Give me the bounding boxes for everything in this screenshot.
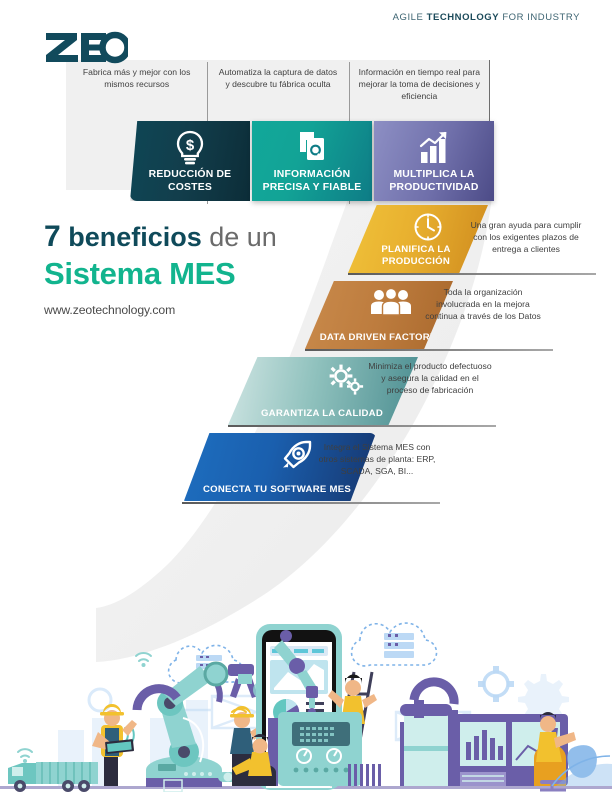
card-label: INFORMACIÓN PRECISA Y FIABLE <box>262 169 362 193</box>
tagline-post: FOR INDUSTRY <box>499 12 580 23</box>
title-block: 7 beneficios de un Sistema MES www.zeote… <box>44 220 277 317</box>
card-multiplica-la-productividad[interactable]: MULTIPLICA LA PRODUCTIVIDAD <box>374 121 494 201</box>
industry-illustration <box>0 622 612 792</box>
svg-text:$: $ <box>186 137 195 154</box>
top-description-1: Fabrica más y mejor con los mismos recur… <box>82 67 191 90</box>
title-rest: de un <box>201 222 277 252</box>
lightbulb-dollar-icon: $ <box>173 130 207 171</box>
zeo-logo-icon <box>46 31 131 64</box>
benefit-row-rule <box>348 273 596 275</box>
tagline-bold: TECHNOLOGY <box>426 12 500 23</box>
people-group-icon <box>370 287 412 321</box>
page-title-line1: 7 beneficios de un <box>44 220 277 254</box>
benefit-label: CONECTA TU SOFTWARE MES <box>202 483 352 495</box>
card-reduccion-de-costes[interactable]: $ REDUCCIÓN DE COSTES <box>130 121 250 201</box>
bar-chart-growth-icon <box>416 130 452 171</box>
card-label: MULTIPLICA LA PRODUCTIVIDAD <box>389 169 479 193</box>
clock-icon <box>413 212 443 247</box>
gears-icon <box>327 364 365 401</box>
benefit-row-rule <box>305 349 553 351</box>
benefit-row-garantiza: GARANTIZA LA CALIDAD Minimiza el product… <box>0 357 612 431</box>
feature-cards: $ REDUCCIÓN DE COSTES INFORMACIÓN PRECIS… <box>130 121 494 201</box>
title-bold-word: beneficios <box>68 222 202 252</box>
benefit-text: Una gran ayuda para cumplir con los exig… <box>470 220 582 255</box>
benefit-label: GARANTIZA LA CALIDAD <box>260 407 384 419</box>
card-label: REDUCCIÓN DE COSTES <box>148 169 232 193</box>
tagline-pre: AGILE <box>392 12 427 23</box>
document-search-icon <box>295 130 329 171</box>
tagline: AGILE TECHNOLOGY FOR INDUSTRY <box>0 12 580 23</box>
benefit-text: Minimiza el producto defectuoso y asegur… <box>368 361 492 396</box>
website-url[interactable]: www.zeotechnology.com <box>44 303 176 317</box>
benefit-count: 7 <box>44 220 61 253</box>
card-informacion-precisa-y-fiable[interactable]: INFORMACIÓN PRECISA Y FIABLE <box>252 121 372 201</box>
benefit-label: DATA DRIVEN FACTORY <box>319 331 437 343</box>
page-title-line2: Sistema MES <box>44 256 236 291</box>
benefit-row-conecta: CONECTA TU SOFTWARE MES Integra el Siste… <box>0 433 612 507</box>
zeo-logo[interactable] <box>44 31 131 70</box>
rocket-icon <box>280 440 316 477</box>
benefit-row-rule <box>182 502 440 504</box>
benefit-row-rule <box>228 425 496 427</box>
benefit-text: Toda la organización involucrada en la m… <box>425 287 541 322</box>
benefit-text: Integra el Sistema MES con otros sistema… <box>318 442 436 477</box>
